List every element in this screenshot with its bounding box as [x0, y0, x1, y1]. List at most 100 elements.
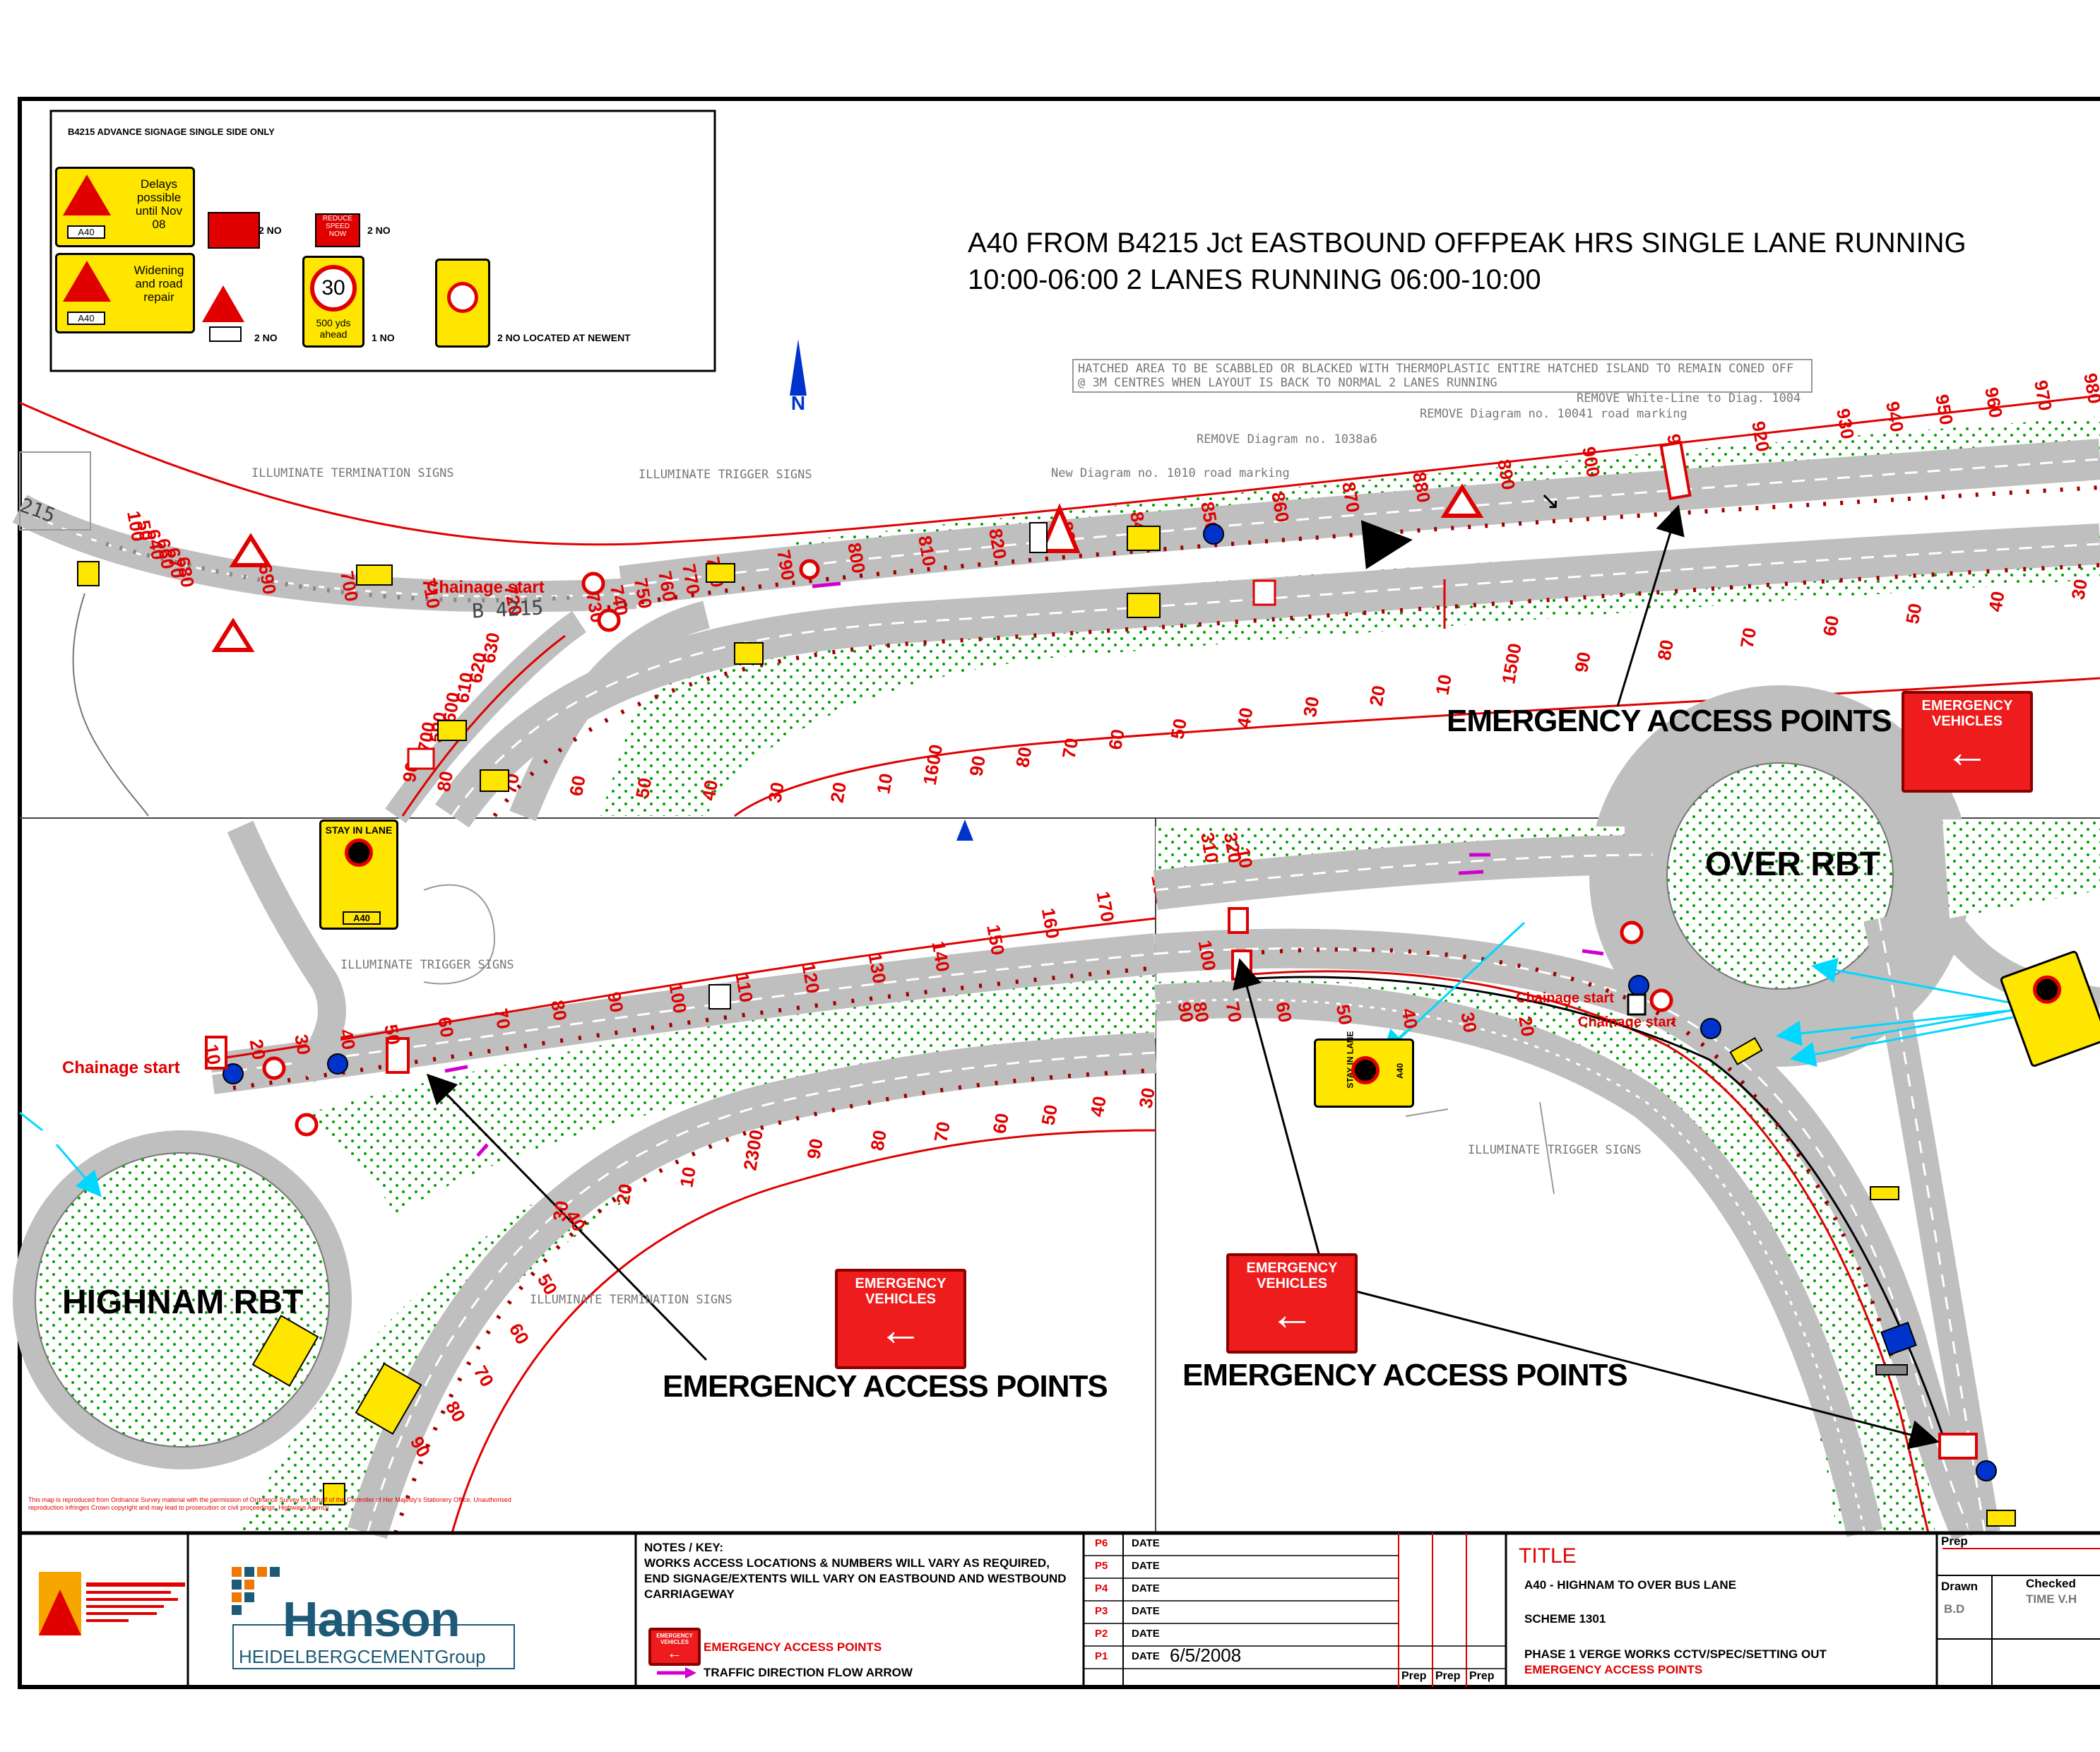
chainage-number: 60	[1104, 728, 1129, 752]
chainage-number: 50	[1332, 1002, 1357, 1026]
hanson-logo-mark	[232, 1567, 280, 1615]
keep-left-sign	[1628, 975, 1649, 996]
sign-board	[407, 747, 435, 770]
chainage-number: 800	[843, 541, 870, 575]
chainage-number: 660	[153, 537, 179, 571]
chainage-number: 10	[675, 1165, 700, 1189]
key-emergency-icon: EMERGENCY VEHICLES ←	[648, 1628, 701, 1666]
over-black-line	[1242, 976, 1951, 1456]
chainage-number: 70	[470, 1362, 498, 1390]
chainage-number: 50	[380, 1023, 405, 1047]
chainage-number: 90	[802, 1137, 827, 1161]
chainage-number: 20	[1514, 1014, 1539, 1038]
sign-board	[1127, 526, 1161, 551]
chainage-number: 40	[698, 779, 723, 803]
legend-count: 2 NO LOCATED AT NEWENT	[497, 332, 631, 343]
side-road	[385, 611, 587, 824]
keep-left-sign	[327, 1053, 348, 1075]
chainage-number: 40	[1984, 590, 2009, 614]
chainage-number: 60	[1271, 1000, 1296, 1024]
chainage-number: 170	[1092, 889, 1118, 923]
illuminate-termination-note: ILLUMINATE TERMINATION SIGNS	[251, 466, 454, 480]
revision-date-label: DATE	[1132, 1582, 1160, 1594]
sign-board	[734, 642, 764, 665]
chainage-number: 20	[246, 1038, 271, 1062]
over-rbt-label: OVER RBT	[1705, 846, 1881, 883]
circular-sign	[581, 572, 605, 596]
revision-code: P3	[1095, 1605, 1108, 1617]
top-panel-signs: ↘	[77, 440, 1692, 792]
sign-board	[1986, 1510, 2016, 1527]
chainage-start-label: Chainage start	[1578, 1014, 1676, 1030]
direction-arrow-mark: ↘	[1540, 487, 1560, 514]
roadworks-triangle-icon	[63, 174, 111, 215]
north-arrow-top: N	[790, 339, 807, 414]
emergency-vehicles-sign: EMERGENCY VEHICLES ←	[1902, 691, 2033, 793]
drawing-title-line1: A40 FROM B4215 Jct EASTBOUND OFFPEAK HRS…	[968, 227, 1966, 259]
emergency-access-points-label: EMERGENCY ACCESS POINTS	[1447, 704, 1892, 738]
illuminate-trigger-note: ILLUMINATE TRIGGER SIGNS	[340, 958, 514, 972]
chainage-number: 160	[1038, 906, 1064, 940]
chainage-number: 30	[1299, 695, 1324, 719]
emergency-access-marker	[1228, 907, 1249, 934]
legend-count: 1 NO	[372, 332, 395, 343]
copyright-footnote: This map is reproduced from Ordnance Sur…	[28, 1496, 511, 1511]
chainage-number: 960	[1981, 386, 2007, 420]
revision-code: P2	[1095, 1628, 1108, 1640]
sign-board	[1252, 579, 1276, 606]
chainage-number: 630	[477, 631, 504, 665]
grass-right-edge	[1942, 819, 2100, 918]
chainage-number: 70	[930, 1120, 954, 1144]
chainage-start-label: Chainage start	[62, 1058, 180, 1077]
sign-board	[355, 1362, 422, 1436]
chainage-number: 760	[654, 569, 680, 603]
emergency-access-marker	[205, 1036, 227, 1070]
emergency-access-points-label: EMERGENCY ACCESS POINTS	[1182, 1358, 1628, 1392]
plate-icon	[209, 326, 242, 342]
chainage-number: 620	[465, 651, 491, 685]
chainage-start-label: Chainage start	[427, 578, 545, 597]
drawn-label: Drawn	[1941, 1580, 1978, 1593]
delays-sign: Delays possible until Nov 08 A40	[55, 167, 195, 247]
legend-count: 2 NO	[367, 225, 391, 236]
chainage-number: 50	[1037, 1103, 1062, 1127]
chainage-number: 150	[983, 923, 1009, 957]
chainage-number: 20	[826, 781, 850, 805]
chainage-number: 900	[1578, 445, 1604, 479]
left-arrow-icon: ←	[878, 1304, 923, 1355]
warning-triangle-sign	[1440, 483, 1484, 518]
key-emergency-label: EMERGENCY ACCESS POINTS	[704, 1640, 882, 1654]
legend-heading: B4215 ADVANCE SIGNAGE SINGLE SIDE ONLY	[68, 126, 275, 137]
chainage-number: 880	[1408, 470, 1435, 504]
chainage-number: 690	[254, 562, 280, 596]
chainage-number: 70	[1736, 626, 1761, 650]
revision-date-label: DATE	[1132, 1650, 1160, 1662]
circular-sign	[597, 608, 621, 632]
circular-sign	[1649, 988, 1673, 1012]
road-label-b4215: B 4215	[471, 596, 544, 623]
emergency-vehicles-sign: EMERGENCY VEHICLES ←	[835, 1269, 966, 1369]
left-arrow-icon: ←	[1269, 1289, 1315, 1339]
title-block-frame	[20, 1531, 2100, 1687]
bus-lane-sign	[1880, 1321, 1917, 1356]
chainage-number: 680	[172, 555, 198, 589]
chainage-number: 80	[433, 769, 458, 793]
emergency-access-marker	[1938, 1433, 1978, 1460]
sign-board	[323, 1483, 345, 1505]
chainage-number: 920	[1748, 420, 1774, 454]
drawn-value: B.D	[1944, 1602, 1965, 1616]
highnam-panel	[13, 820, 1158, 1539]
emergency-access-points-label: EMERGENCY ACCESS POINTS	[663, 1369, 1108, 1404]
widening-sign: Widening and road repair A40	[55, 253, 195, 333]
remove-10041-note: REMOVE Diagram no. 10041 road marking	[1420, 407, 1687, 421]
sign-board	[251, 1314, 319, 1387]
warning-triangle-sign	[211, 617, 255, 652]
chainage-number: 80	[547, 998, 571, 1022]
chainage-number: 40	[1233, 706, 1257, 730]
chainage-number: 310	[1197, 831, 1223, 865]
chainage-number: 870	[1338, 480, 1364, 514]
chainage-number: 130	[864, 951, 890, 985]
chainage-number: 140	[927, 940, 954, 973]
circular-sign	[799, 559, 820, 580]
